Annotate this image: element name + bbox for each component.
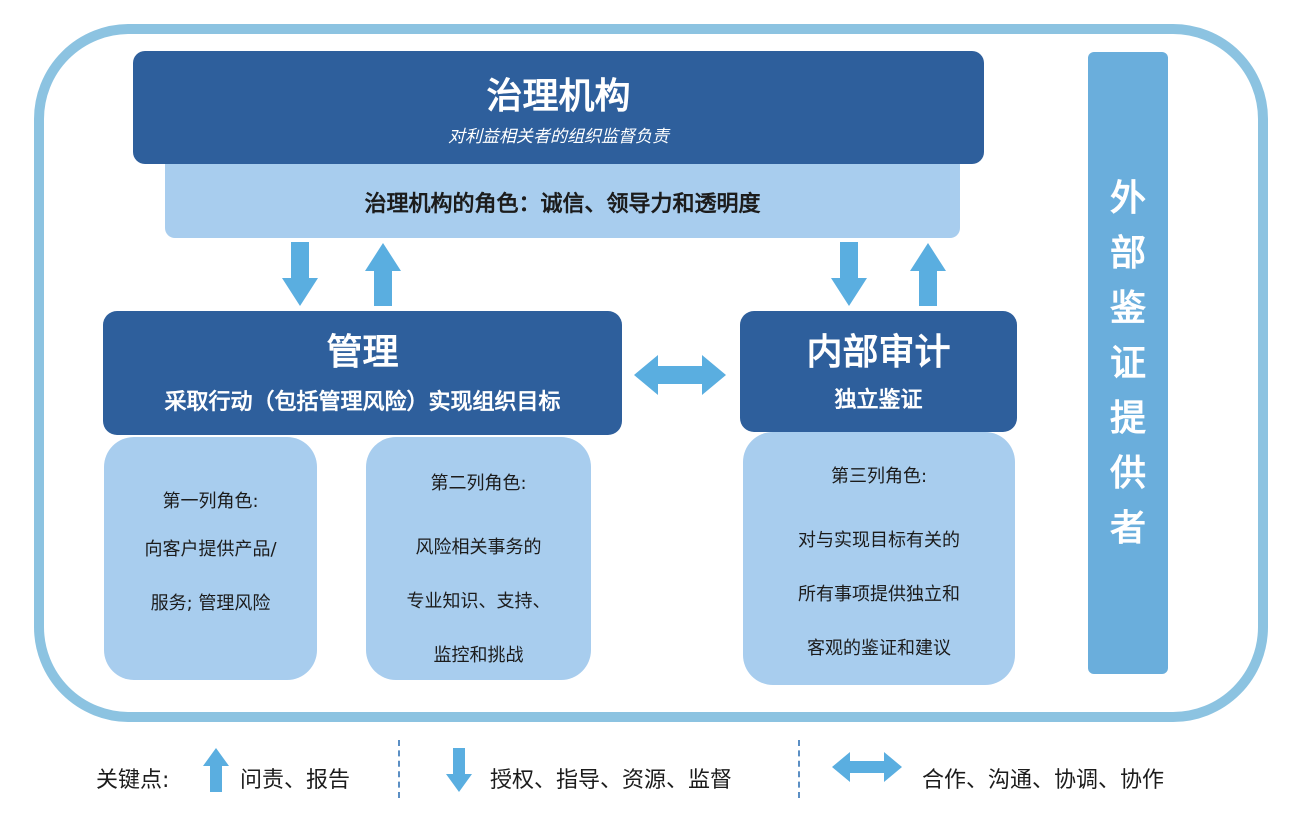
- first-line-role-box: 第一列角色: 向客户提供产品/ 服务; 管理风险: [104, 437, 317, 680]
- arrow-up-icon: [365, 243, 401, 306]
- arrow-up-icon: [910, 243, 946, 306]
- management-subtitle: 采取行动（包括管理风险）实现组织目标: [164, 390, 561, 415]
- governance-role-text: 治理机构的角色：诚信、领导力和透明度: [364, 192, 761, 217]
- second-line-role-heading: 第二列角色:: [430, 473, 527, 494]
- third-line-role-text: 对与实现目标有关的: [798, 530, 960, 551]
- management-title: 管理: [326, 332, 399, 373]
- legend-down-text: 授权、指导、资源、监督: [490, 768, 733, 793]
- second-line-role-text: 监控和挑战: [433, 645, 524, 666]
- external-char: 提: [1109, 397, 1146, 439]
- external-assurance-box: 外 部 鉴 证 提 供 者: [1088, 52, 1168, 674]
- internal-audit-subtitle: 独立鉴证: [834, 387, 923, 413]
- double-arrow-icon: [634, 355, 726, 395]
- external-char: 部: [1109, 232, 1146, 274]
- second-line-role-text: 风险相关事务的: [415, 537, 542, 558]
- third-line-role-heading: 第三列角色:: [830, 466, 928, 487]
- first-line-role-text: 向客户提供产品/: [144, 539, 277, 560]
- management-box: 管理 采取行动（包括管理风险）实现组织目标: [103, 311, 622, 435]
- third-line-role-box: 第三列角色: 对与实现目标有关的 所有事项提供独立和 客观的鉴证和建议: [743, 432, 1015, 685]
- third-line-role-text: 所有事项提供独立和: [798, 584, 960, 605]
- external-char: 外: [1109, 177, 1146, 219]
- second-line-role-text: 专业知识、支持、: [406, 591, 551, 612]
- internal-audit-title: 内部审计: [806, 331, 951, 373]
- first-line-role-heading: 第一列角色:: [162, 491, 259, 512]
- legend-label: 关键点:: [96, 768, 170, 793]
- governance-subtitle: 对利益相关者的组织监督负责: [448, 127, 669, 147]
- governance-role-box: 治理机构的角色：诚信、领导力和透明度: [165, 160, 960, 238]
- legend-arrow-down-icon: [446, 748, 472, 792]
- governance-title: 治理机构: [486, 76, 631, 117]
- legend-divider: [798, 740, 800, 798]
- external-char: 供: [1109, 452, 1146, 494]
- arrow-down-icon: [282, 242, 318, 306]
- arrow-down-icon: [831, 242, 867, 306]
- legend-arrow-up-icon: [203, 748, 229, 792]
- legend-divider: [398, 740, 400, 798]
- legend-up-text: 问责、报告: [240, 768, 351, 793]
- second-line-role-box: 第二列角色: 风险相关事务的 专业知识、支持、 监控和挑战: [366, 437, 591, 680]
- legend-double-arrow-icon: [832, 752, 902, 782]
- external-char: 者: [1109, 507, 1146, 549]
- first-line-role-text: 服务; 管理风险: [150, 593, 271, 614]
- internal-audit-box: 内部审计 独立鉴证: [740, 311, 1017, 432]
- legend-both-text: 合作、沟通、协调、协作: [922, 768, 1165, 793]
- governance-box: 治理机构 对利益相关者的组织监督负责: [133, 51, 984, 164]
- outer-frame: [34, 24, 1268, 722]
- third-line-role-text: 客观的鉴证和建议: [807, 638, 951, 659]
- external-char: 证: [1109, 342, 1146, 384]
- external-char: 鉴: [1109, 287, 1146, 329]
